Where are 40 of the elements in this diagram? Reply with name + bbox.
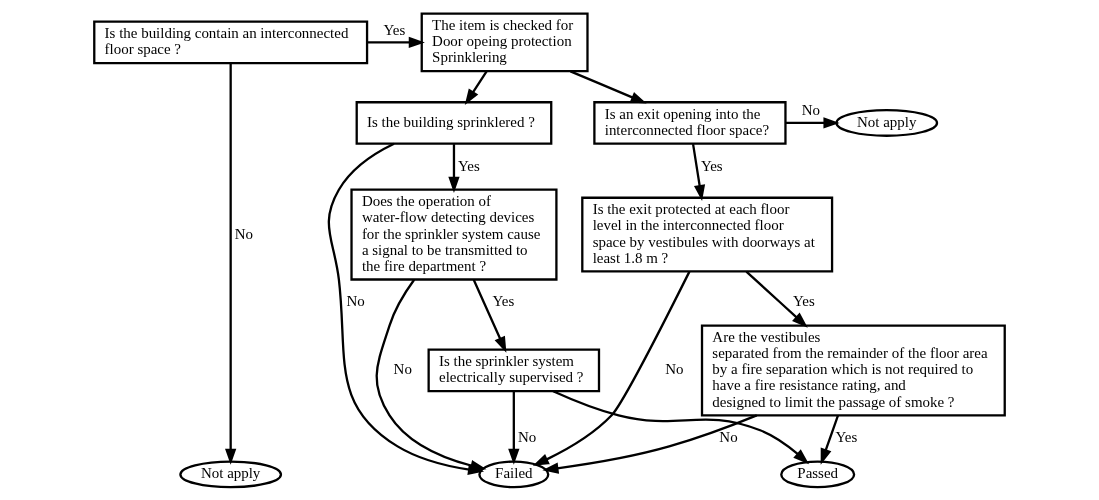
arrow [448, 143, 460, 193]
edge-label: No [517, 428, 537, 445]
edge-label: Yes [700, 157, 723, 174]
edge-label: Yes [383, 21, 406, 38]
arrow [367, 36, 425, 48]
arrow [542, 413, 758, 474]
edge-label: No [801, 101, 821, 118]
node-box: Is the building contain an interconnected floor space ? [93, 20, 369, 64]
arrow [820, 414, 839, 465]
node-box: Is the exit protected at each floor level in the interconnected floor space by vestibules with doorways at least 1.8 m ? [581, 196, 834, 273]
node-box: The item is checked for Door opeing protection Sprinklering [420, 11, 589, 72]
node-ellipse: Passed [780, 459, 856, 488]
arrow [745, 270, 808, 328]
node-box: Is an exit opening into the interconnected floor space? [593, 100, 787, 145]
edge-label: Yes [792, 292, 815, 309]
node-ellipse: Failed [478, 459, 550, 488]
arrow [570, 69, 647, 104]
edge-label: No [346, 292, 365, 309]
edge-label: Yes [458, 157, 480, 174]
node-box: Is the building sprinklered ? [355, 100, 553, 145]
node-box: Is the sprinkler system electrically supervised ? [427, 348, 601, 392]
edge-label: No [393, 360, 412, 377]
node-ellipse: Not apply [179, 459, 283, 488]
edge-label: No [234, 225, 254, 242]
arrow [375, 278, 487, 471]
arrow [225, 62, 237, 465]
edge-label: Yes [835, 428, 858, 445]
edge-label: Yes [492, 292, 515, 309]
arrow [508, 390, 520, 465]
arrow [464, 70, 488, 105]
arrow [691, 143, 706, 201]
arrow [785, 116, 840, 129]
node-box: Are the vestibules separated from the remainder of the floor area by a fire separation which is not required to have a fire resistance rating, and designed to limit the passage of smoke ? [700, 323, 1006, 416]
edge-label: No [719, 428, 738, 445]
node-ellipse: Not apply [835, 108, 939, 137]
edge-label: No [665, 360, 684, 377]
arrow [552, 389, 810, 464]
arrow [532, 270, 691, 466]
node-box: Does the operation of water-flow detecting devices for the sprinkler system cause a signal to be transmitted to the fire department ? [350, 188, 558, 281]
arrow [472, 278, 507, 353]
